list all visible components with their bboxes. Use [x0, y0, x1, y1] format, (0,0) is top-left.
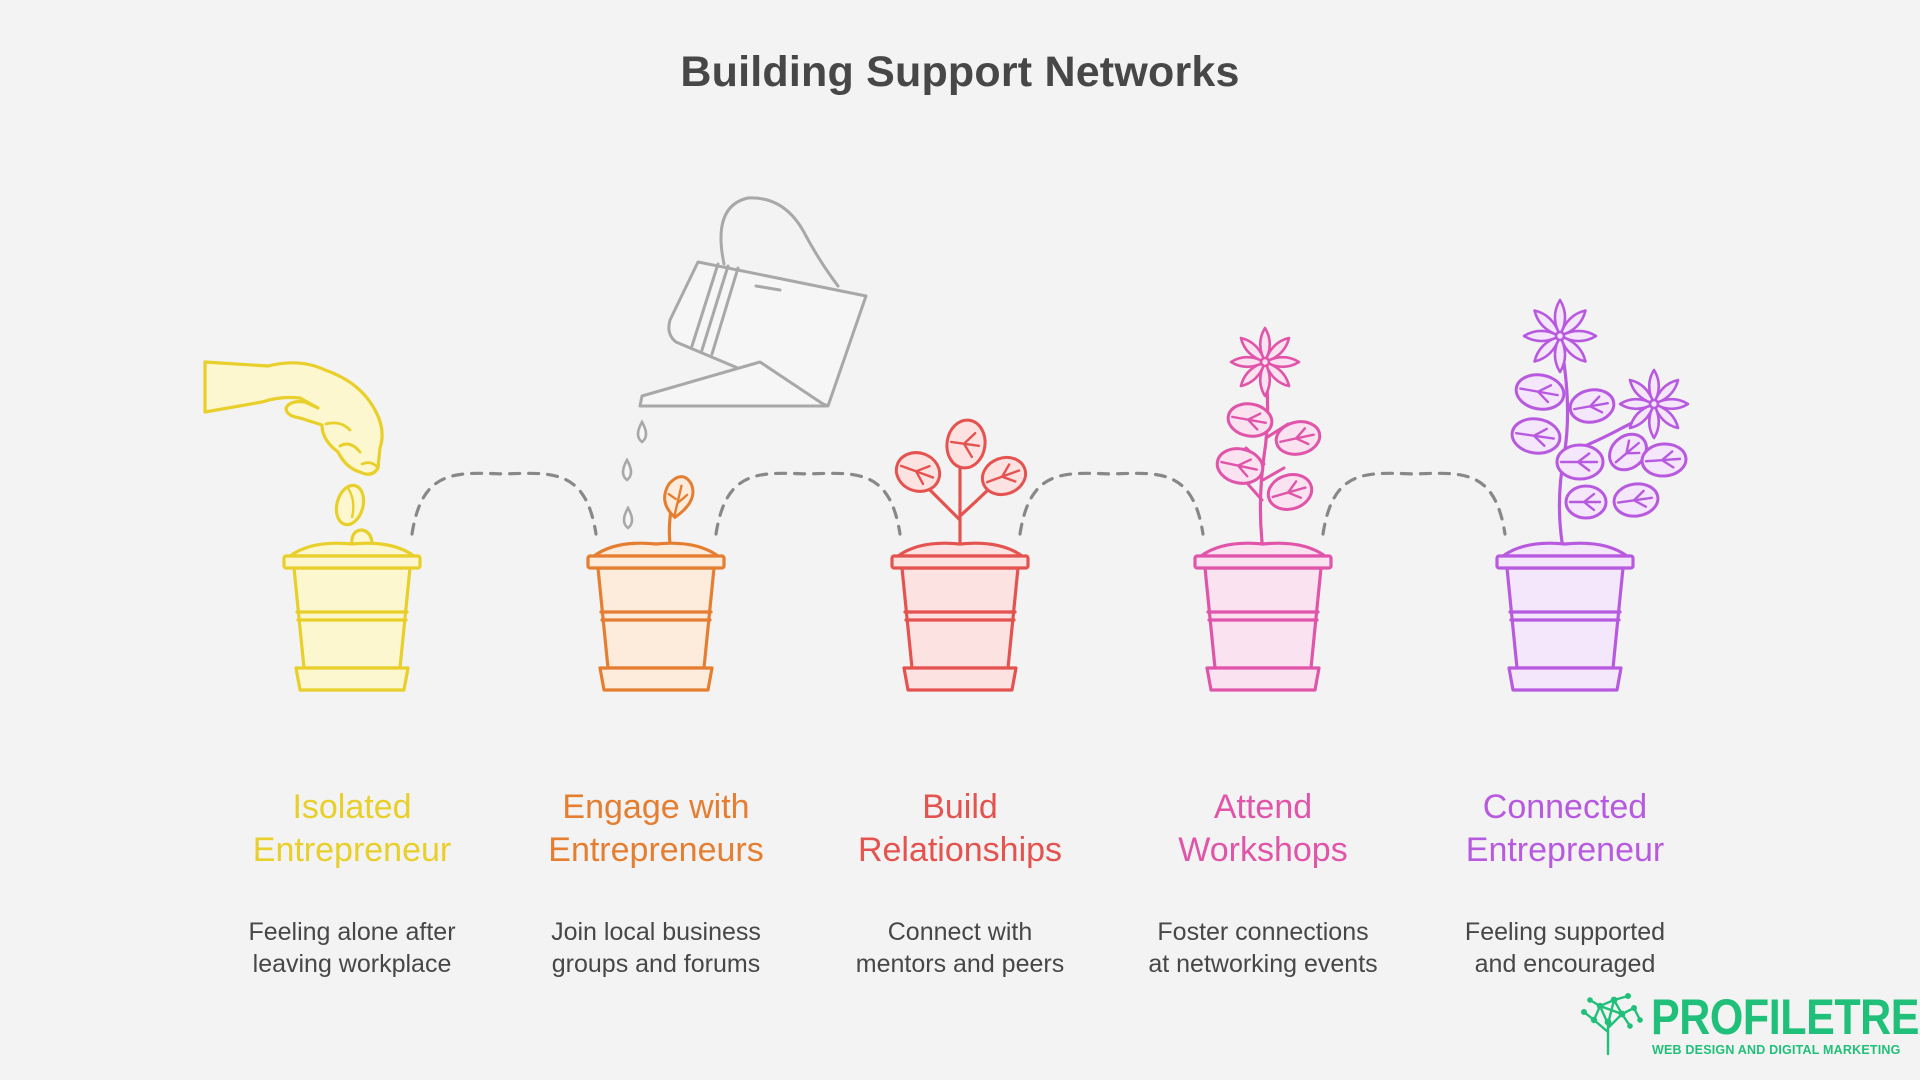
pot-soil: [1199, 541, 1327, 558]
dashed-connector: [714, 471, 902, 536]
hand-with-seed-icon: [203, 360, 384, 553]
seed-line: [346, 487, 355, 519]
pot-icon: [586, 541, 726, 692]
pot-soil: [592, 541, 720, 558]
pot-rim: [1495, 554, 1635, 570]
step-heading: Build Relationships: [857, 788, 1063, 869]
stem: [1557, 348, 1570, 544]
step-heading: Isolated Entrepreneur: [252, 788, 452, 869]
hand: [203, 360, 384, 476]
flower: [1618, 368, 1690, 440]
leaf: [980, 455, 1028, 497]
water-drop: [621, 457, 633, 482]
brand-logo: PROFILETREE WEB DESIGN AND DIGITAL MARKE…: [1578, 986, 1920, 1057]
leaf: [1266, 473, 1314, 511]
leaf: [1612, 482, 1660, 518]
pot-icon: [282, 541, 422, 692]
leaf: [1514, 373, 1566, 411]
pot-body: [900, 566, 1020, 670]
leaf: [1568, 388, 1616, 424]
can-handle: [719, 196, 840, 288]
pot-soil: [1501, 541, 1629, 558]
pot-saucer: [294, 666, 410, 692]
leaf: [1608, 432, 1648, 472]
leaf: [1274, 420, 1322, 456]
dashed-connector: [410, 471, 598, 536]
pot-saucer: [598, 666, 714, 692]
sprout-icon: [663, 475, 695, 546]
leaf: [1510, 417, 1562, 455]
pot-soil: [288, 541, 416, 558]
can-mark: [754, 284, 782, 292]
leaf: [894, 451, 942, 493]
pots: [282, 541, 1635, 692]
flower: [1522, 298, 1598, 374]
leaf: [1215, 447, 1265, 485]
young-plant-icon: [894, 418, 1028, 544]
brand-tagline: WEB DESIGN AND DIGITAL MARKETING: [1652, 1043, 1901, 1057]
brand-name: PROFILETREE: [1651, 989, 1920, 1045]
pot-icon: [890, 541, 1030, 692]
step-description: Feeling alone after leaving workplace: [248, 918, 456, 978]
pot-body: [1505, 566, 1625, 670]
dashed-connector: [1018, 471, 1205, 536]
pot-saucer: [1205, 666, 1321, 692]
leaf: [1555, 443, 1605, 481]
pot-rim: [1193, 554, 1333, 570]
leaf: [1226, 402, 1274, 438]
pot-saucer: [1507, 666, 1623, 692]
pot-body: [1203, 566, 1323, 670]
can-spout: [638, 360, 828, 408]
step-description: Connect with mentors and peers: [855, 918, 1065, 978]
watering-can-icon: [621, 196, 868, 530]
pot-rim: [890, 554, 1030, 570]
pot-rim: [282, 554, 422, 570]
pot-rim: [586, 554, 726, 570]
tree-network-icon: [1581, 993, 1643, 1056]
flowering-plant-icon: [1215, 326, 1322, 544]
flower: [1229, 326, 1301, 398]
step-heading: Attend Workshops: [1178, 788, 1348, 869]
step-description: Join local business groups and forums: [551, 918, 761, 978]
finger-lines: [324, 421, 380, 470]
leaf: [1640, 442, 1688, 478]
water-drop: [622, 505, 634, 530]
step-heading: Connected Entrepreneur: [1465, 788, 1665, 869]
water-drop: [636, 419, 648, 444]
pot-soil: [896, 541, 1024, 558]
plants: [203, 298, 1690, 553]
pot-body: [292, 566, 412, 670]
seed: [334, 483, 366, 527]
stem: [1258, 370, 1270, 544]
pot-saucer: [902, 666, 1018, 692]
leaf: [663, 475, 695, 520]
step-description: Feeling supported and encouraged: [1464, 918, 1666, 978]
step-description: Foster connections at networking events: [1148, 918, 1378, 978]
connectors: [410, 471, 1507, 536]
can-stripes: [690, 262, 740, 356]
pot-icon: [1193, 541, 1333, 692]
leaf: [945, 418, 987, 470]
blooming-plant-icon: [1510, 298, 1690, 544]
pot-icon: [1495, 541, 1635, 692]
pot-body: [596, 566, 716, 670]
leaf: [1564, 484, 1608, 520]
page-title: Building Support Networks: [680, 48, 1240, 96]
step-heading: Engage with Entrepreneurs: [548, 788, 764, 869]
dashed-connector: [1321, 471, 1507, 536]
